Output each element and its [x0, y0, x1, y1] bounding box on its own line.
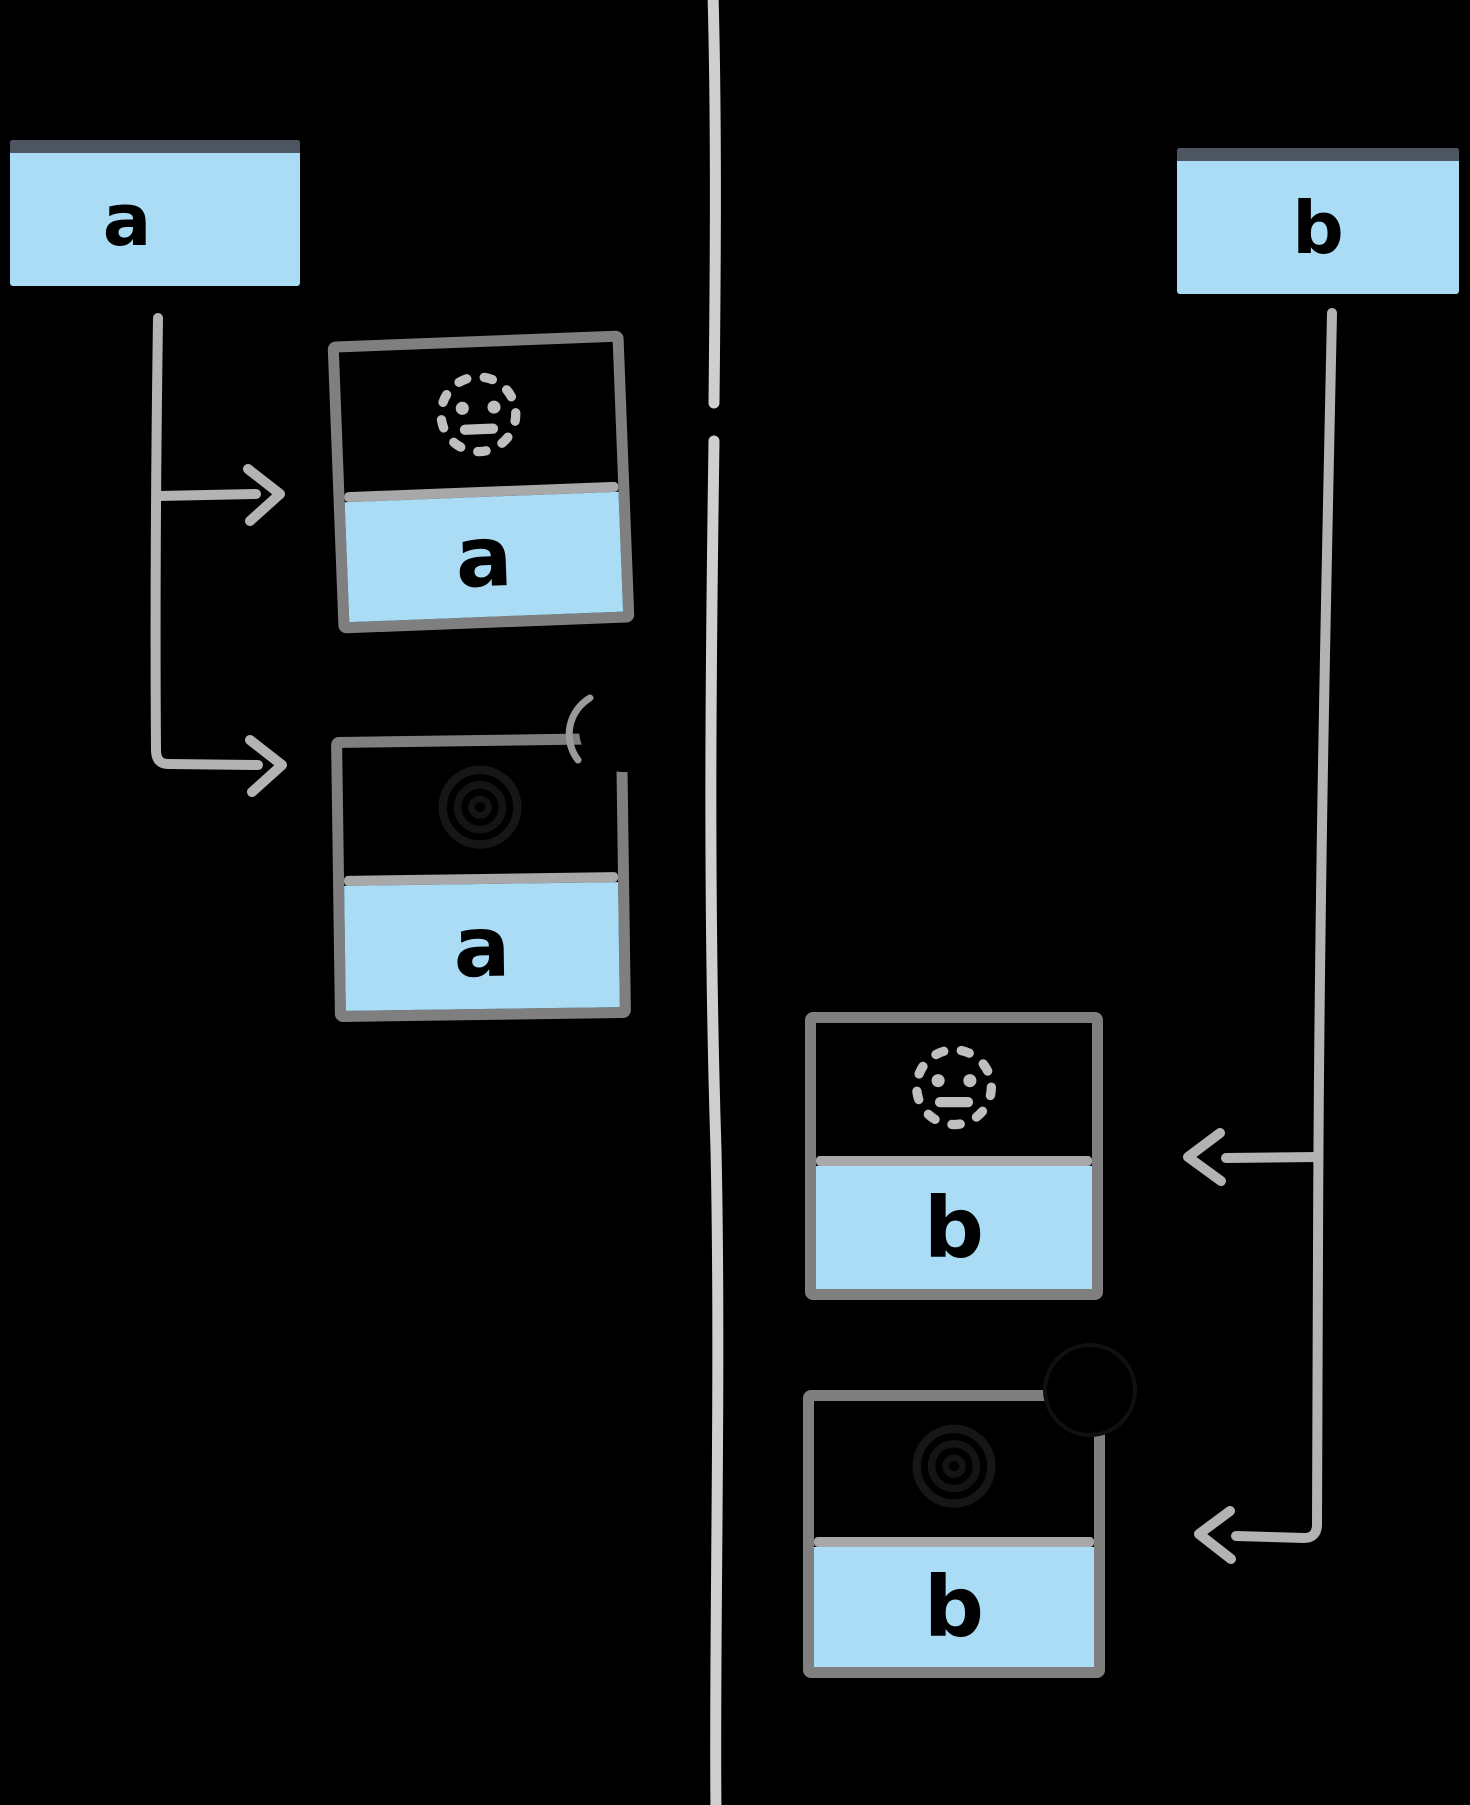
arrowhead-right-2 [245, 735, 287, 797]
timeline-line [705, 0, 724, 1805]
arrowhead-left-2 [1194, 1506, 1236, 1564]
faint-scribbled-circle-icon [438, 765, 522, 849]
arrowhead-right-1 [243, 464, 285, 526]
value-box-right-2: b [803, 1390, 1105, 1678]
dashed-circle-face-icon [436, 372, 521, 457]
dashed-circle-face-icon [912, 1044, 996, 1129]
value-right-2-label: b [923, 1558, 985, 1656]
faint-scribbled-circle-icon [912, 1424, 996, 1508]
variable-box-b: b [1177, 148, 1459, 294]
value-box-right-1-icon-area [816, 1023, 1092, 1156]
value-box-right-2-separator [814, 1537, 1094, 1547]
value-box-left-2-icon-area [342, 744, 618, 876]
variable-b-label: b [1292, 185, 1344, 270]
connector-a [150, 313, 287, 797]
value-left-1-label: a [453, 506, 515, 607]
value-box-right-1: b [805, 1012, 1103, 1300]
arrowhead-left-1 [1183, 1128, 1226, 1186]
variable-box-a-titlebar [10, 140, 300, 153]
value-left-2-label: a [452, 897, 511, 996]
scribble-blob-right [1043, 1343, 1137, 1437]
value-box-left-2: a [331, 732, 631, 1023]
variable-box-b-titlebar [1177, 148, 1459, 161]
value-box-left-1-icon-area [339, 342, 618, 492]
value-right-1-label: b [923, 1178, 985, 1277]
scribble-blob-left [565, 688, 669, 772]
value-box-right-2-icon-area [814, 1401, 1094, 1537]
variable-box-a: a [10, 140, 300, 286]
connector-b [1183, 308, 1337, 1564]
value-box-left-1: a [327, 330, 635, 634]
value-box-right-1-separator [816, 1156, 1092, 1166]
variable-a-label: a [102, 177, 152, 262]
